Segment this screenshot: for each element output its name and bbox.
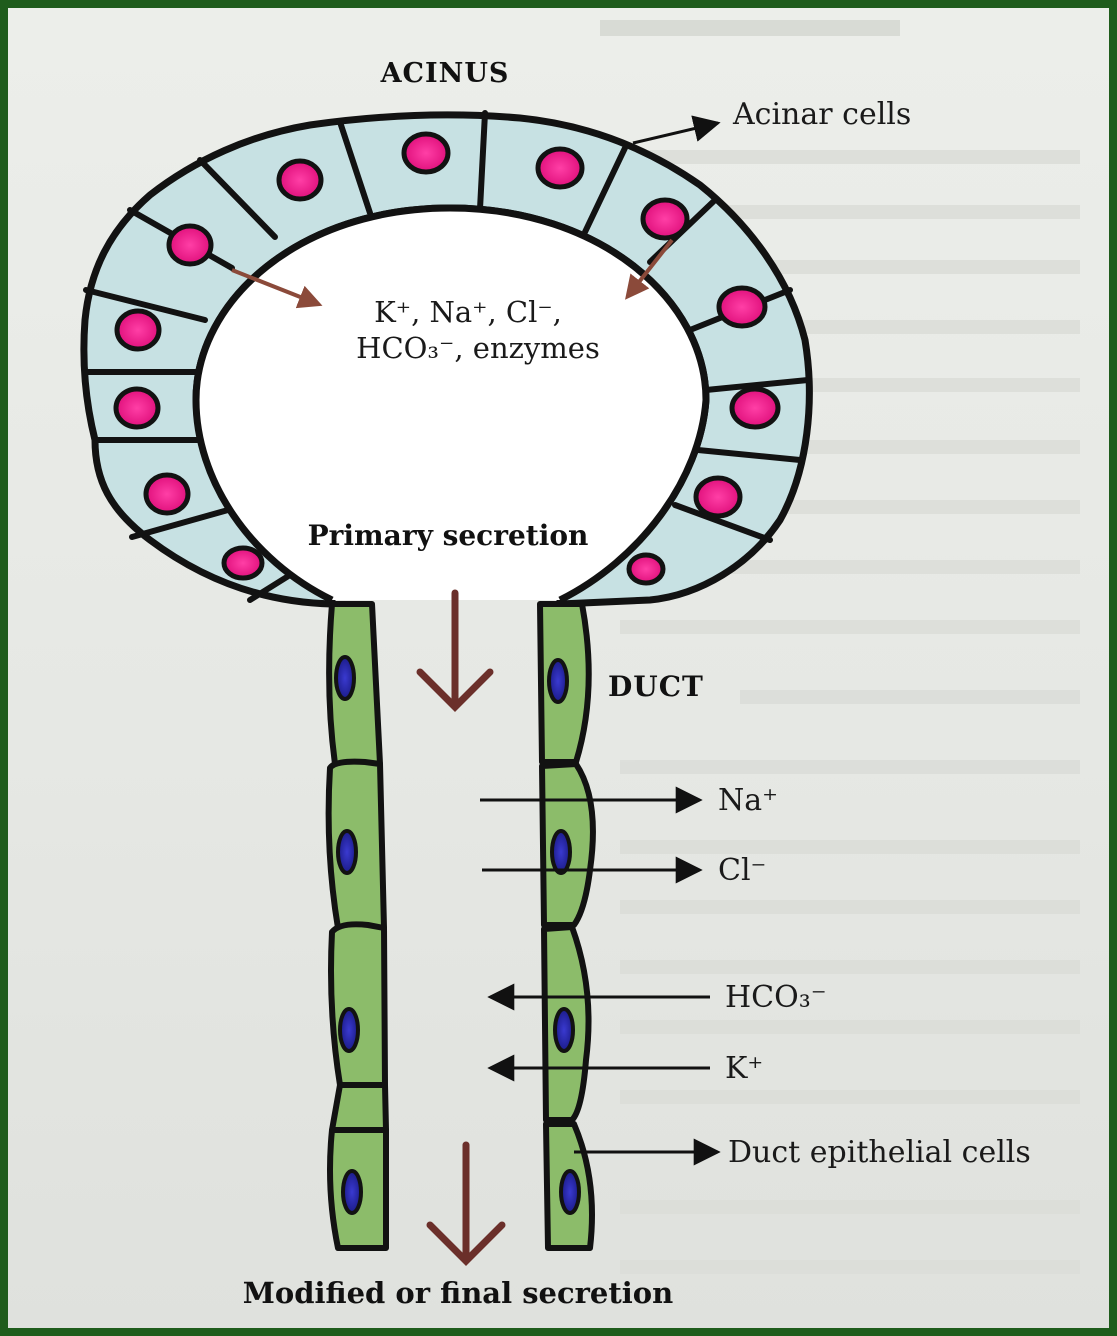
primary-secretion-label: Primary secretion (308, 519, 589, 552)
acinus-title: ACINUS (380, 58, 510, 89)
ion-label-na: Na⁺ (718, 783, 778, 818)
acinar-nucleus (719, 288, 765, 326)
duct-nucleus (343, 1171, 361, 1213)
acinar-nucleus (629, 555, 663, 583)
ion-label-k: K⁺ (725, 1051, 763, 1086)
primary-flow-arrow (420, 593, 490, 707)
acinar-nucleus (404, 134, 448, 172)
acinar-nucleus (643, 200, 687, 238)
duct-nucleus (555, 1009, 573, 1051)
final-secretion-label: Modified or final secretion (243, 1276, 673, 1310)
acinar-nucleus (732, 389, 778, 427)
duct-nucleus (552, 831, 570, 873)
duct-nucleus (561, 1171, 579, 1213)
lumen-contents-line2: HCO₃⁻, enzymes (356, 331, 600, 365)
acinar-nucleus (696, 478, 740, 516)
acinar-nucleus (146, 475, 188, 513)
final-flow-arrow (430, 1145, 502, 1261)
duct-nucleus (549, 660, 567, 702)
duct-left-wall (329, 604, 386, 1248)
acinar-nucleus (224, 548, 262, 578)
acinar-nucleus (279, 161, 321, 199)
duct-nucleus (336, 657, 354, 699)
duct-epithelial-cell (332, 1085, 386, 1130)
salivary-gland-diagram: ACINUS Acinar cells K⁺, Na⁺, Cl⁻, HCO₃⁻,… (8, 8, 1109, 1328)
duct-cells-label: Duct epithelial cells (728, 1135, 1031, 1170)
acinar-nucleus (117, 311, 159, 349)
acinar-nucleus (538, 149, 582, 187)
acinar-cells-pointer (633, 123, 718, 143)
lumen-contents-line1: K⁺, Na⁺, Cl⁻, (374, 295, 562, 329)
ion-label-hco3: HCO₃⁻ (725, 980, 827, 1015)
acinar-nucleus (169, 226, 211, 264)
ion-label-cl: Cl⁻ (718, 853, 766, 888)
duct-label: DUCT (608, 670, 704, 703)
acinar-cells-label: Acinar cells (732, 97, 911, 132)
duct-epithelial-cell (331, 924, 385, 1085)
duct-nucleus (338, 831, 356, 873)
duct-nucleus (340, 1009, 358, 1051)
acinar-nucleus (116, 389, 158, 427)
